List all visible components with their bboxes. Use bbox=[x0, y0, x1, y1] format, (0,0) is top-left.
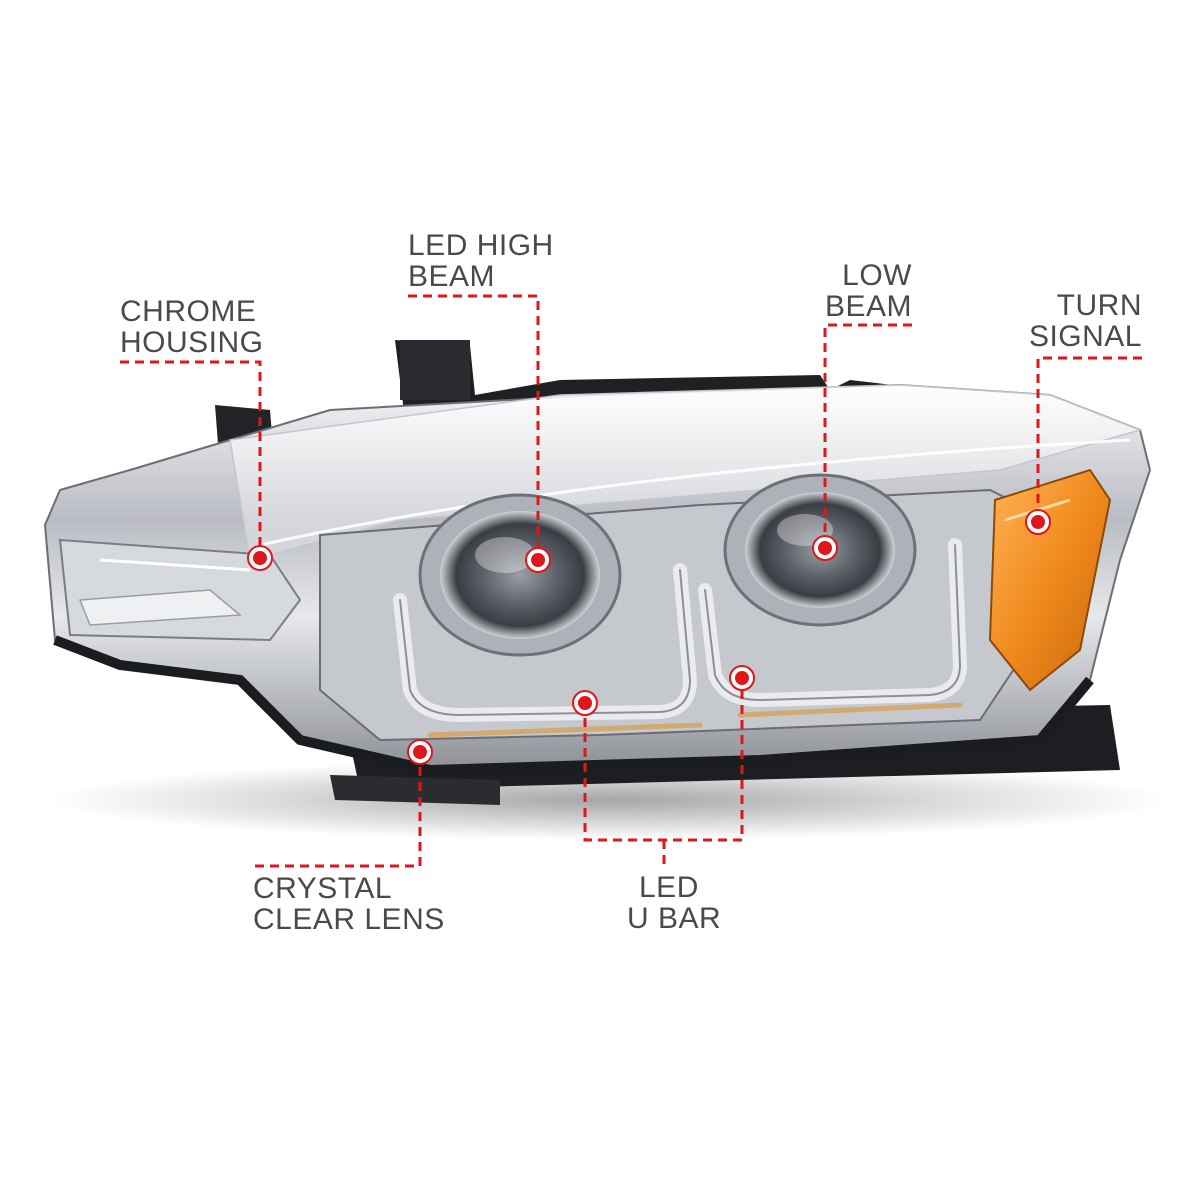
dot-crystal-clear-lens bbox=[407, 739, 433, 765]
label-chrome-housing-line1: CHROME bbox=[120, 295, 257, 328]
label-turn-signal-line2: SIGNAL bbox=[1028, 320, 1142, 353]
clear-lens-top bbox=[229, 384, 1143, 561]
dot-led-high-beam bbox=[525, 547, 551, 573]
label-led-high-beam-line2: BEAM bbox=[408, 260, 496, 293]
label-crystal-clear-lens-line1: CRYSTAL bbox=[253, 872, 393, 905]
lower-trim bbox=[53, 635, 1094, 776]
led-u-bars bbox=[393, 538, 968, 738]
label-crystal-clear-lens-line2: CLEAR LENS bbox=[253, 903, 445, 936]
label-led-high-beam-line1: LED HIGH bbox=[408, 229, 554, 262]
side-marker-section bbox=[58, 538, 302, 642]
high-beam-projector bbox=[418, 493, 622, 657]
dot-chrome-housing bbox=[247, 545, 273, 571]
label-chrome-housing-line2: HOUSING bbox=[120, 326, 264, 359]
callout-dots bbox=[247, 509, 1051, 765]
label-led-u-bar-line1: LED bbox=[639, 871, 699, 904]
dot-led-u-bar-right bbox=[729, 665, 755, 691]
dot-turn-signal bbox=[1025, 509, 1051, 535]
leader-led-high-beam bbox=[408, 294, 540, 560]
label-crystal-clear-lens: CRYSTAL CLEAR LENS bbox=[253, 873, 445, 935]
label-low-beam: LOW BEAM bbox=[825, 260, 912, 322]
leader-chrome-housing bbox=[120, 360, 262, 558]
label-chrome-housing: CHROME HOUSING bbox=[120, 296, 264, 358]
label-turn-signal-line1: TURN bbox=[1056, 289, 1142, 322]
callout-leaders bbox=[120, 294, 1142, 868]
label-turn-signal: TURN SIGNAL bbox=[1029, 290, 1142, 352]
label-led-high-beam: LED HIGH BEAM bbox=[408, 230, 554, 292]
ground-shadow bbox=[50, 760, 1170, 840]
dot-low-beam bbox=[812, 535, 838, 561]
label-low-beam-line2: BEAM bbox=[824, 290, 912, 323]
leader-turn-signal bbox=[1036, 356, 1142, 522]
label-low-beam-line1: LOW bbox=[842, 259, 912, 292]
label-led-u-bar-line2: U BAR bbox=[627, 902, 722, 935]
leader-crystal-clear-lens bbox=[255, 752, 422, 868]
label-led-u-bar: LED U BAR bbox=[627, 872, 721, 934]
turn-signal-lamp bbox=[988, 468, 1112, 692]
dot-led-u-bar-left bbox=[572, 690, 598, 716]
